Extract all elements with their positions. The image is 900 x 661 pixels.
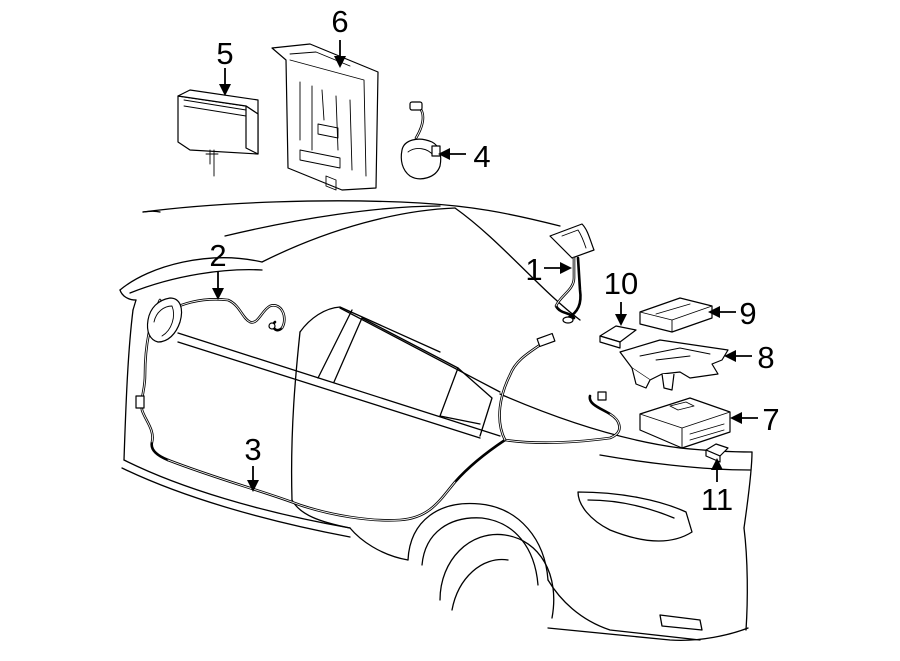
callout-11: 11 <box>701 482 733 517</box>
callout-arrows <box>212 40 758 492</box>
antenna-cable-harness <box>135 298 621 522</box>
trunk-antenna-module <box>146 297 183 343</box>
callout-1: 1 <box>525 252 542 287</box>
callout-10: 10 <box>604 266 638 301</box>
callout-7: 7 <box>762 402 779 437</box>
vehicle-body-outline <box>119 200 753 641</box>
part-7-control-module <box>639 397 731 449</box>
part-5-radio-receiver <box>177 89 259 177</box>
callout-9: 9 <box>739 296 756 331</box>
callout-3: 3 <box>244 432 261 467</box>
part-8-tray-bracket <box>619 339 729 391</box>
callout-5: 5 <box>216 36 233 71</box>
callout-4: 4 <box>473 139 490 174</box>
part-10-clip <box>599 325 637 349</box>
part-1-roof-antenna <box>549 223 595 324</box>
part-9-module <box>639 297 713 333</box>
part-6-mounting-bracket <box>271 43 379 191</box>
part-4-antenna <box>400 101 442 180</box>
callout-2: 2 <box>209 238 226 273</box>
callout-6: 6 <box>331 4 348 39</box>
callout-8: 8 <box>757 340 774 375</box>
